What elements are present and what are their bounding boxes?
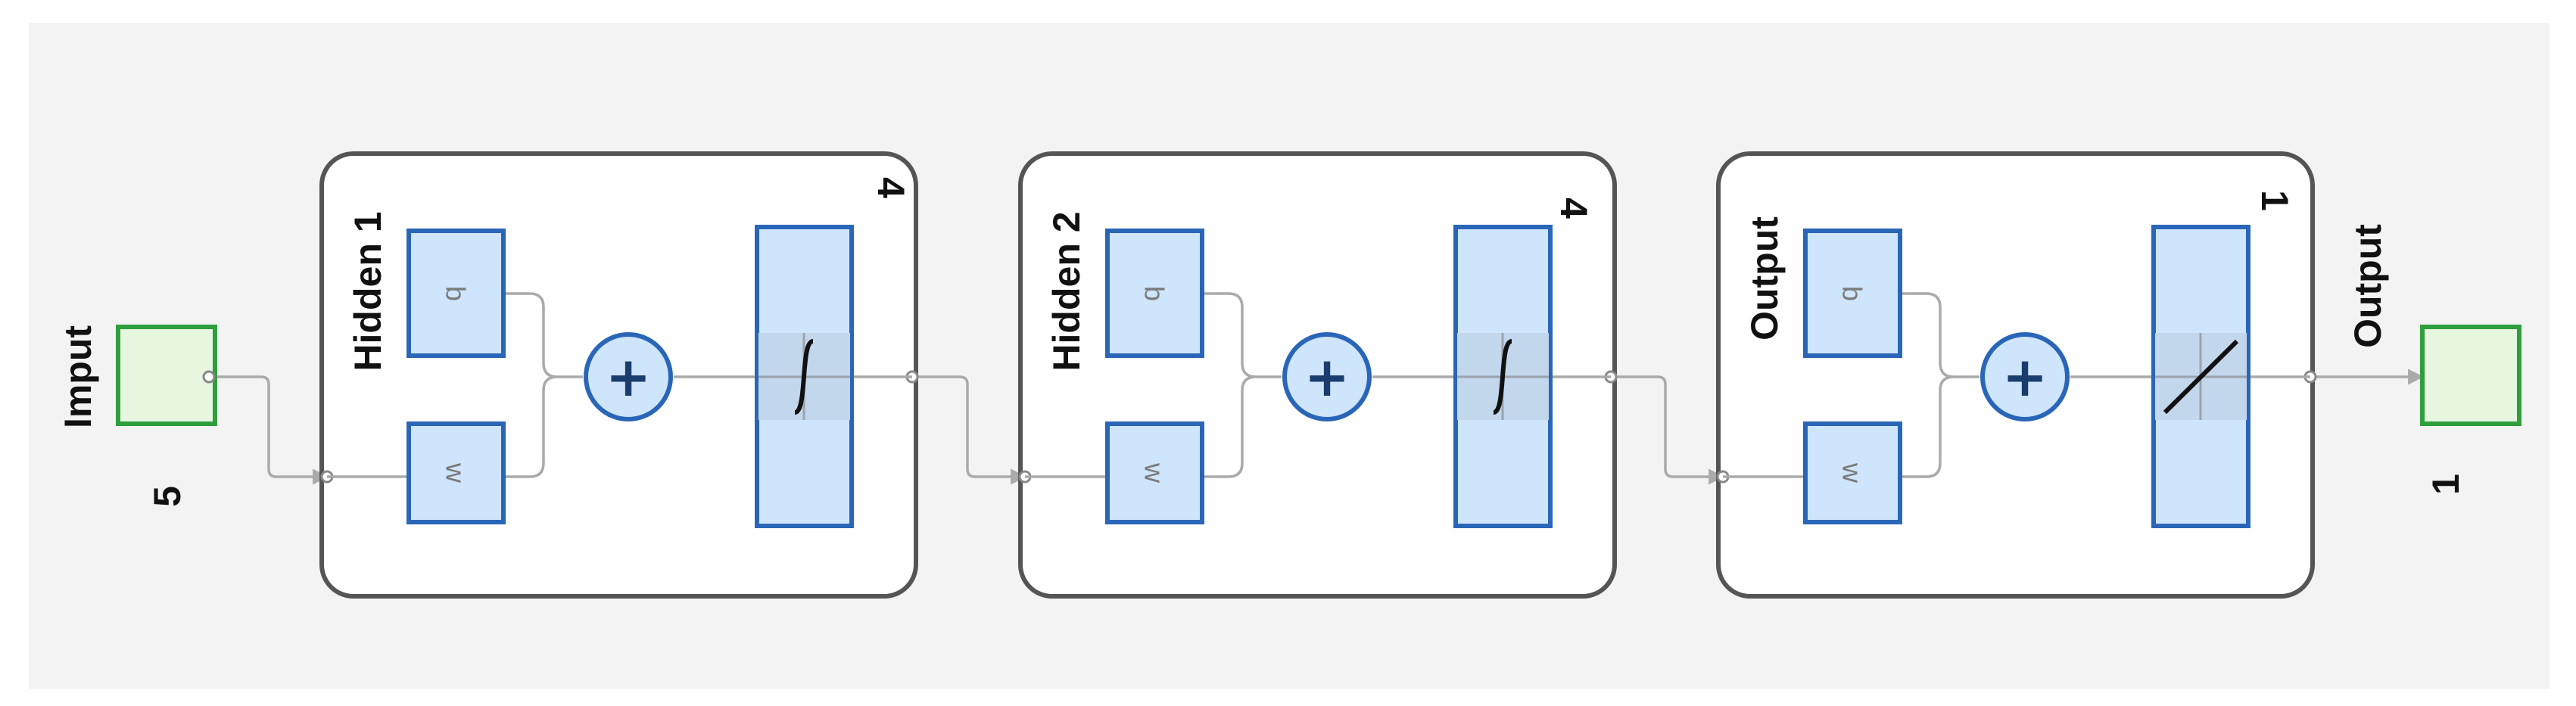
merge-wire [1202,292,1282,478]
weight-block[interactable] [1803,421,1902,524]
weight-block[interactable] [406,421,506,524]
layer-name: Output [1743,216,1786,341]
layer-size: 4 [870,177,912,198]
bias-block[interactable] [1105,229,1204,358]
sum-symbol: + [1304,345,1350,409]
sum-symbol: + [2002,345,2048,409]
sum-node[interactable] [1282,332,1372,421]
bias-block[interactable] [1803,229,1902,358]
sum-node[interactable] [584,332,673,421]
layer-size: 1 [2254,190,2296,211]
output-node[interactable] [2420,325,2521,426]
layer-name: Hidden 2 [1045,211,1088,371]
output-node-group: Output 1 [2347,224,2521,495]
bias-block[interactable] [406,229,506,358]
merge-wire [1900,292,1980,478]
input-port [202,370,216,384]
purelin-line-icon [2163,339,2239,415]
connection-wires [209,369,2425,485]
weight-label: w [441,462,472,484]
weight-block[interactable] [1105,421,1204,524]
layer-hidden-2: Hidden 2 4 b w + [1018,151,1618,599]
weight-label: w [1139,462,1170,484]
output-size: 1 [2425,474,2467,495]
sum-symbol: + [606,345,651,409]
input-node[interactable] [116,325,217,426]
output-label: Output [2347,224,2389,348]
layer-name: Hidden 1 [347,211,389,371]
bias-label: b [1837,286,1868,301]
tansig-curve-icon [794,339,814,415]
input-node-group: Imput 5 [57,325,217,507]
weight-label: w [1837,462,1868,484]
input-label: Imput [57,325,99,428]
tansig-curve-icon [1493,339,1512,415]
layer-hidden-1: Hidden 1 4 b w + [319,151,919,599]
bias-label: b [1139,286,1170,301]
sum-node[interactable] [1980,332,2070,421]
layer-output: Output 1 b w + [1716,151,2317,599]
input-size: 5 [146,486,188,507]
layer-size: 4 [1553,197,1595,219]
bias-label: b [441,286,472,301]
merge-wire [503,292,583,478]
